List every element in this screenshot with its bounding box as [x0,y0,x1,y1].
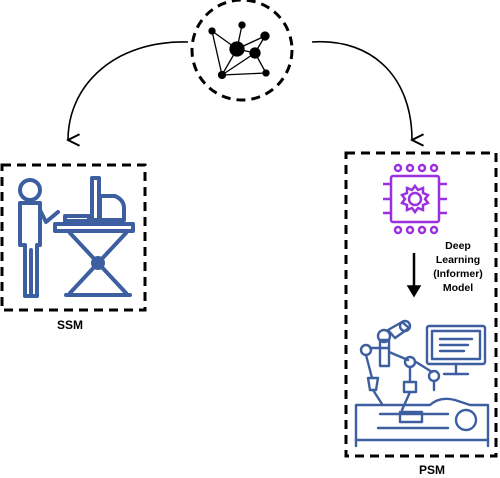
ai-chip-icon [383,163,447,235]
arrow-to-ssm [68,41,189,140]
arrow-model-to-robot [406,253,422,298]
model-label-line: Learning [435,254,481,266]
psm-label: PSM [418,463,445,477]
model-label-line: (Informer) [433,268,483,280]
arrow-to-psm [311,41,412,140]
surgical-robot-icon [354,319,490,448]
network-node [190,0,294,102]
network-graph-icon [208,21,270,80]
psm-box [344,151,498,458]
ssm-box [0,163,147,312]
ssm-label: SSM [56,318,83,332]
model-label: Deep Learning (Informer) Model [418,239,498,295]
surgeon-console-icon [18,176,135,298]
model-label-line: Deep [445,240,471,252]
model-label-line: Model [442,282,474,294]
